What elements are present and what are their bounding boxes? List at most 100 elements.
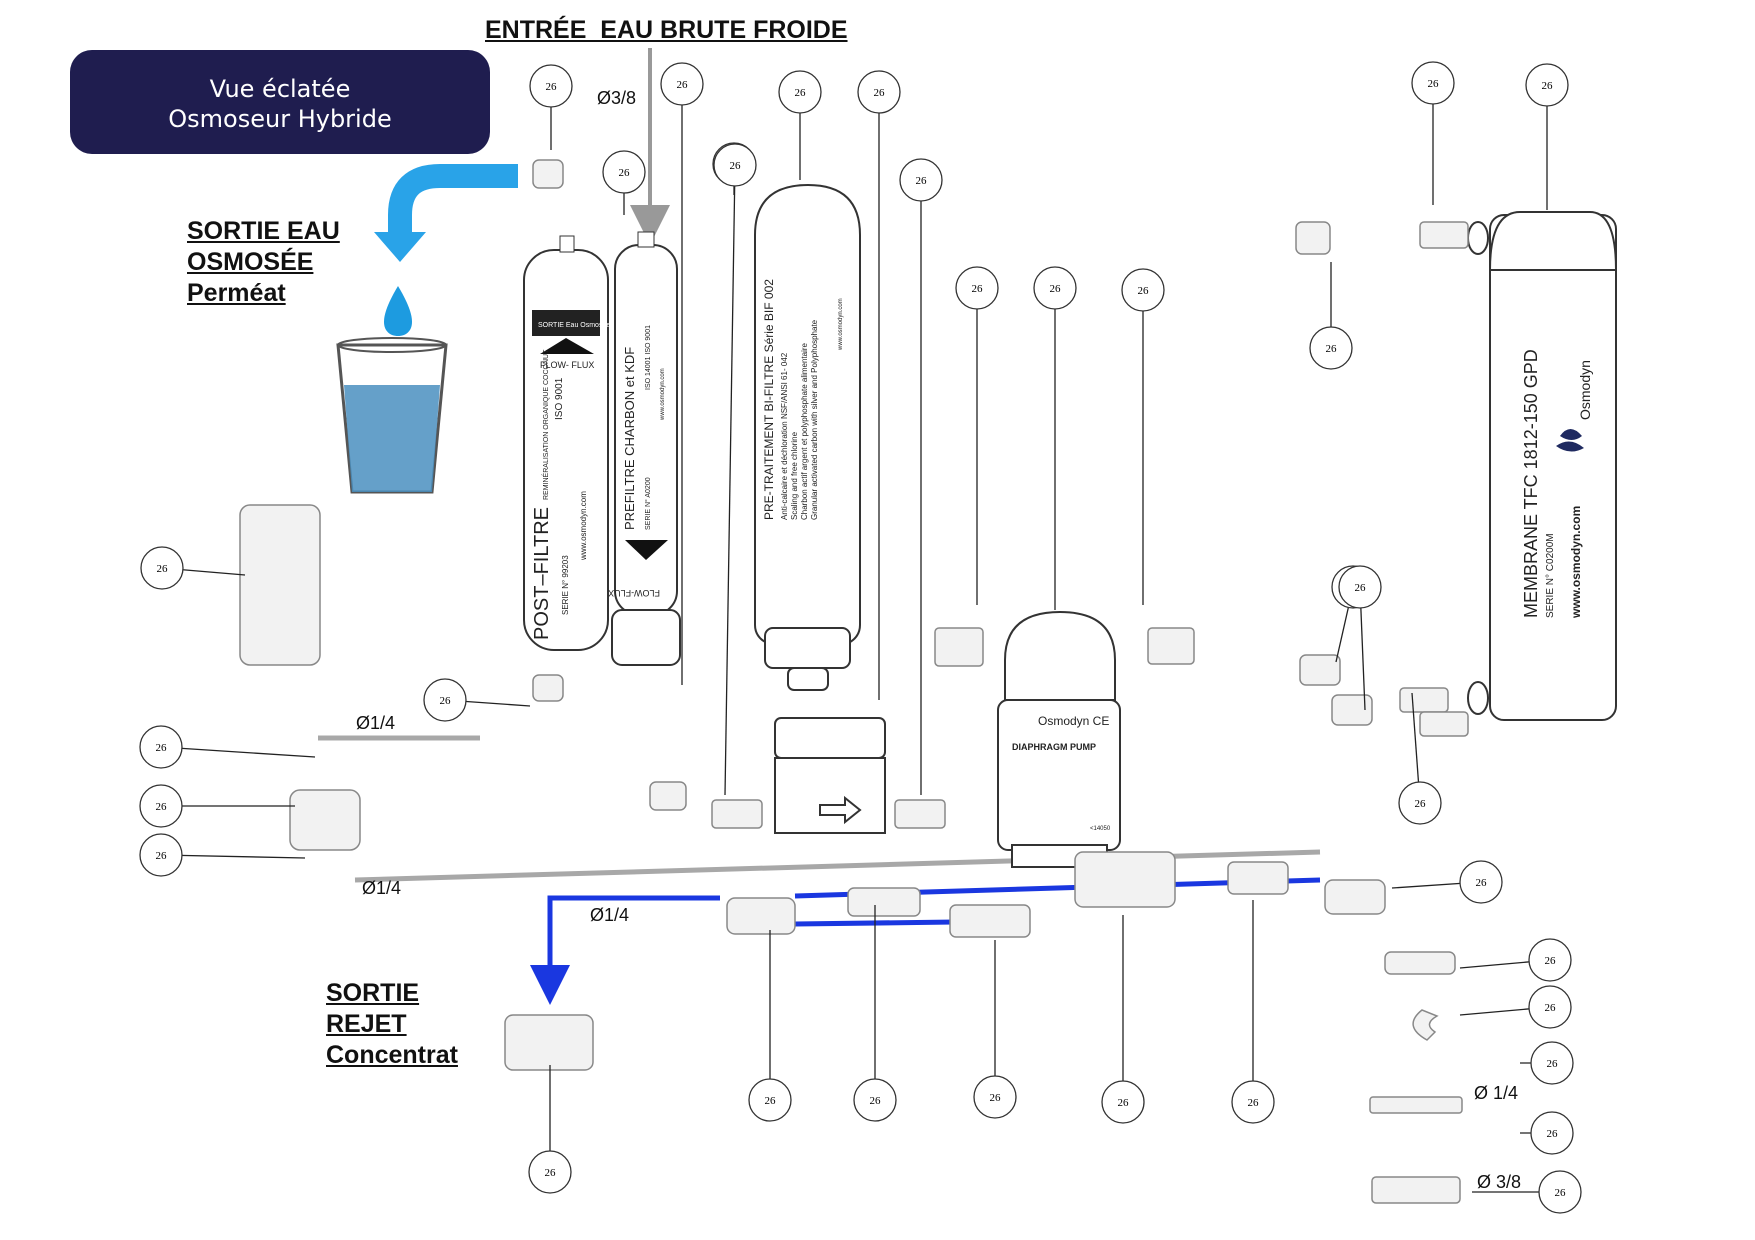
elbow-fitting [532, 674, 564, 702]
part-number-label: 26 [157, 563, 169, 575]
part-bubble-circle [1033, 266, 1077, 310]
pretreatment-name: PRE-TRAITEMENT BI-FILTRE Série BIF 002 [762, 279, 776, 520]
elbow-fitting [1295, 221, 1331, 255]
part-number-label: 26 [1355, 582, 1367, 594]
title-box: Vue éclatée Osmoseur Hybride [70, 50, 490, 154]
part-bubble: 26 [1528, 985, 1572, 1029]
part-bubble: 26 [1398, 781, 1442, 825]
pump-type: DIAPHRAGM PUMP [1012, 742, 1096, 752]
straight-fitting [1419, 221, 1469, 249]
part-bubble-circle [1459, 860, 1503, 904]
reject-tube-diameter: Ø1/4 [590, 905, 630, 925]
elbow-fitting [1324, 879, 1386, 915]
tee-valve [949, 904, 1031, 938]
pretreatment-spec2: Scaling and free chlorine [790, 431, 799, 520]
pretreatment-label: PRE-TRAITEMENT BI-FILTRE Série BIF 002 A… [762, 279, 844, 520]
filter-head [774, 717, 886, 834]
spare-tube-1-4 [1369, 1096, 1463, 1114]
elbow-fitting [1331, 694, 1373, 726]
inlet-diameter: Ø3/8 [597, 88, 637, 108]
part-bubble: 26 [1411, 61, 1455, 105]
pretreatment-spec3: Charbon actif argent et polyphosphate al… [800, 342, 809, 520]
part-bubble: 26 [1121, 268, 1165, 312]
part-bubble-circle [140, 546, 184, 590]
part-bubble-circle [139, 725, 183, 769]
part-bubble-circle [748, 1078, 792, 1122]
permeate-line-2: OSMOSÉE [187, 248, 314, 276]
straight-fitting [711, 799, 763, 829]
part-bubble-circle [899, 158, 943, 202]
membrane-label: MEMBRANE TFC 1812-150 GPD SERIE N° C0200… [1521, 349, 1593, 619]
pretreatment-bifilter [754, 183, 861, 691]
fittings [239, 159, 1469, 1204]
part-bubble-circle [1411, 61, 1455, 105]
part-bubble: 26 [602, 150, 646, 194]
part-bubble-circle [1528, 938, 1572, 982]
part-number-label: 26 [619, 167, 631, 179]
part-number-label: 26 [874, 87, 886, 99]
solenoid-valve [289, 789, 361, 851]
part-bubble: 26 [423, 678, 467, 722]
part-bubble: 26 [1033, 266, 1077, 310]
membrane-brand: Osmodyn [1577, 360, 1593, 420]
part-bubble: 26 [1338, 565, 1382, 609]
part-number-label: 26 [440, 695, 452, 707]
part-number-label: 26 [1138, 285, 1150, 297]
part-bubble: 26 [1528, 938, 1572, 982]
part-number-label: 26 [730, 160, 742, 172]
part-number-label: 26 [1415, 798, 1427, 810]
part-number-label: 26 [972, 283, 984, 295]
pressure-switch [239, 504, 321, 666]
part-bubble-circle [1530, 1041, 1574, 1085]
pretreatment-spec4: Granular activated carbon with silver an… [810, 319, 819, 520]
post-filter-brand: www.osmodyn.com [579, 491, 588, 561]
part-bubble: 26 [140, 546, 184, 590]
part-bubble: 26 [973, 1075, 1017, 1119]
leader-line [160, 854, 306, 859]
part-bubble-circle [1530, 1111, 1574, 1155]
prefilter-name: PREFILTRE CHARBON et KDF [622, 347, 637, 530]
part-number-label: 26 [916, 175, 928, 187]
part-number-label: 26 [795, 87, 807, 99]
post-filter-spec1: REMINÉRALISATION ORGANIQUE COCONUT [541, 349, 550, 500]
part-number-label: 26 [156, 801, 168, 813]
part-bubble: 26 [1459, 860, 1503, 904]
title-line-2: Osmoseur Hybride [168, 105, 392, 133]
locking-clip [1412, 1009, 1439, 1041]
membrane-housing [1467, 211, 1618, 721]
part-number-label: 26 [156, 742, 168, 754]
part-bubble: 26 [1231, 1080, 1275, 1124]
prefilter-label: PREFILTRE CHARBON et KDF SERIE N° A0200 … [608, 325, 666, 598]
drain-tube-diameter: Ø1/4 [362, 878, 402, 898]
part-bubble-circle [529, 64, 573, 108]
part-number-label: 26 [1326, 343, 1338, 355]
straight-fitting [1419, 711, 1469, 737]
part-bubble: 26 [139, 784, 183, 828]
pretreatment-spec1: Anti-calcaire et déchloration NSF/ANSI 6… [780, 352, 789, 520]
part-number-label: 26 [546, 81, 558, 93]
part-bubble: 26 [748, 1078, 792, 1122]
post-filter-name: POST–FILTRE [531, 507, 553, 640]
prefilter-flow: FLOW-FLUX [608, 588, 660, 598]
pretreatment-brand: www.osmodyn.com [838, 298, 844, 351]
part-number-label: 26 [545, 1167, 557, 1179]
part-bubble: 26 [1530, 1111, 1574, 1155]
check-valve [1227, 861, 1289, 895]
part-bubble-circle [857, 70, 901, 114]
part-number-label: 26 [1555, 1187, 1567, 1199]
reject-line-1: SORTIE [326, 979, 420, 1007]
part-bubble: 26 [955, 266, 999, 310]
elbow-fitting [532, 159, 564, 189]
straight-fitting [1147, 627, 1195, 665]
part-bubble: 26 [528, 1150, 572, 1194]
post-filter-serial: SERIE N° 99203 [561, 555, 570, 615]
straight-fitting [1399, 687, 1449, 713]
part-bubble-circle [423, 678, 467, 722]
permeate-outlet-arrow [374, 164, 518, 262]
part-bubble: 26 [1530, 1041, 1574, 1085]
permeate-tube-diameter: Ø1/4 [356, 713, 396, 733]
part-number-label: 26 [1545, 1002, 1557, 1014]
part-bubble-circle [1309, 326, 1353, 370]
part-bubble-circle [1231, 1080, 1275, 1124]
part-number-label: 26 [1547, 1128, 1559, 1140]
